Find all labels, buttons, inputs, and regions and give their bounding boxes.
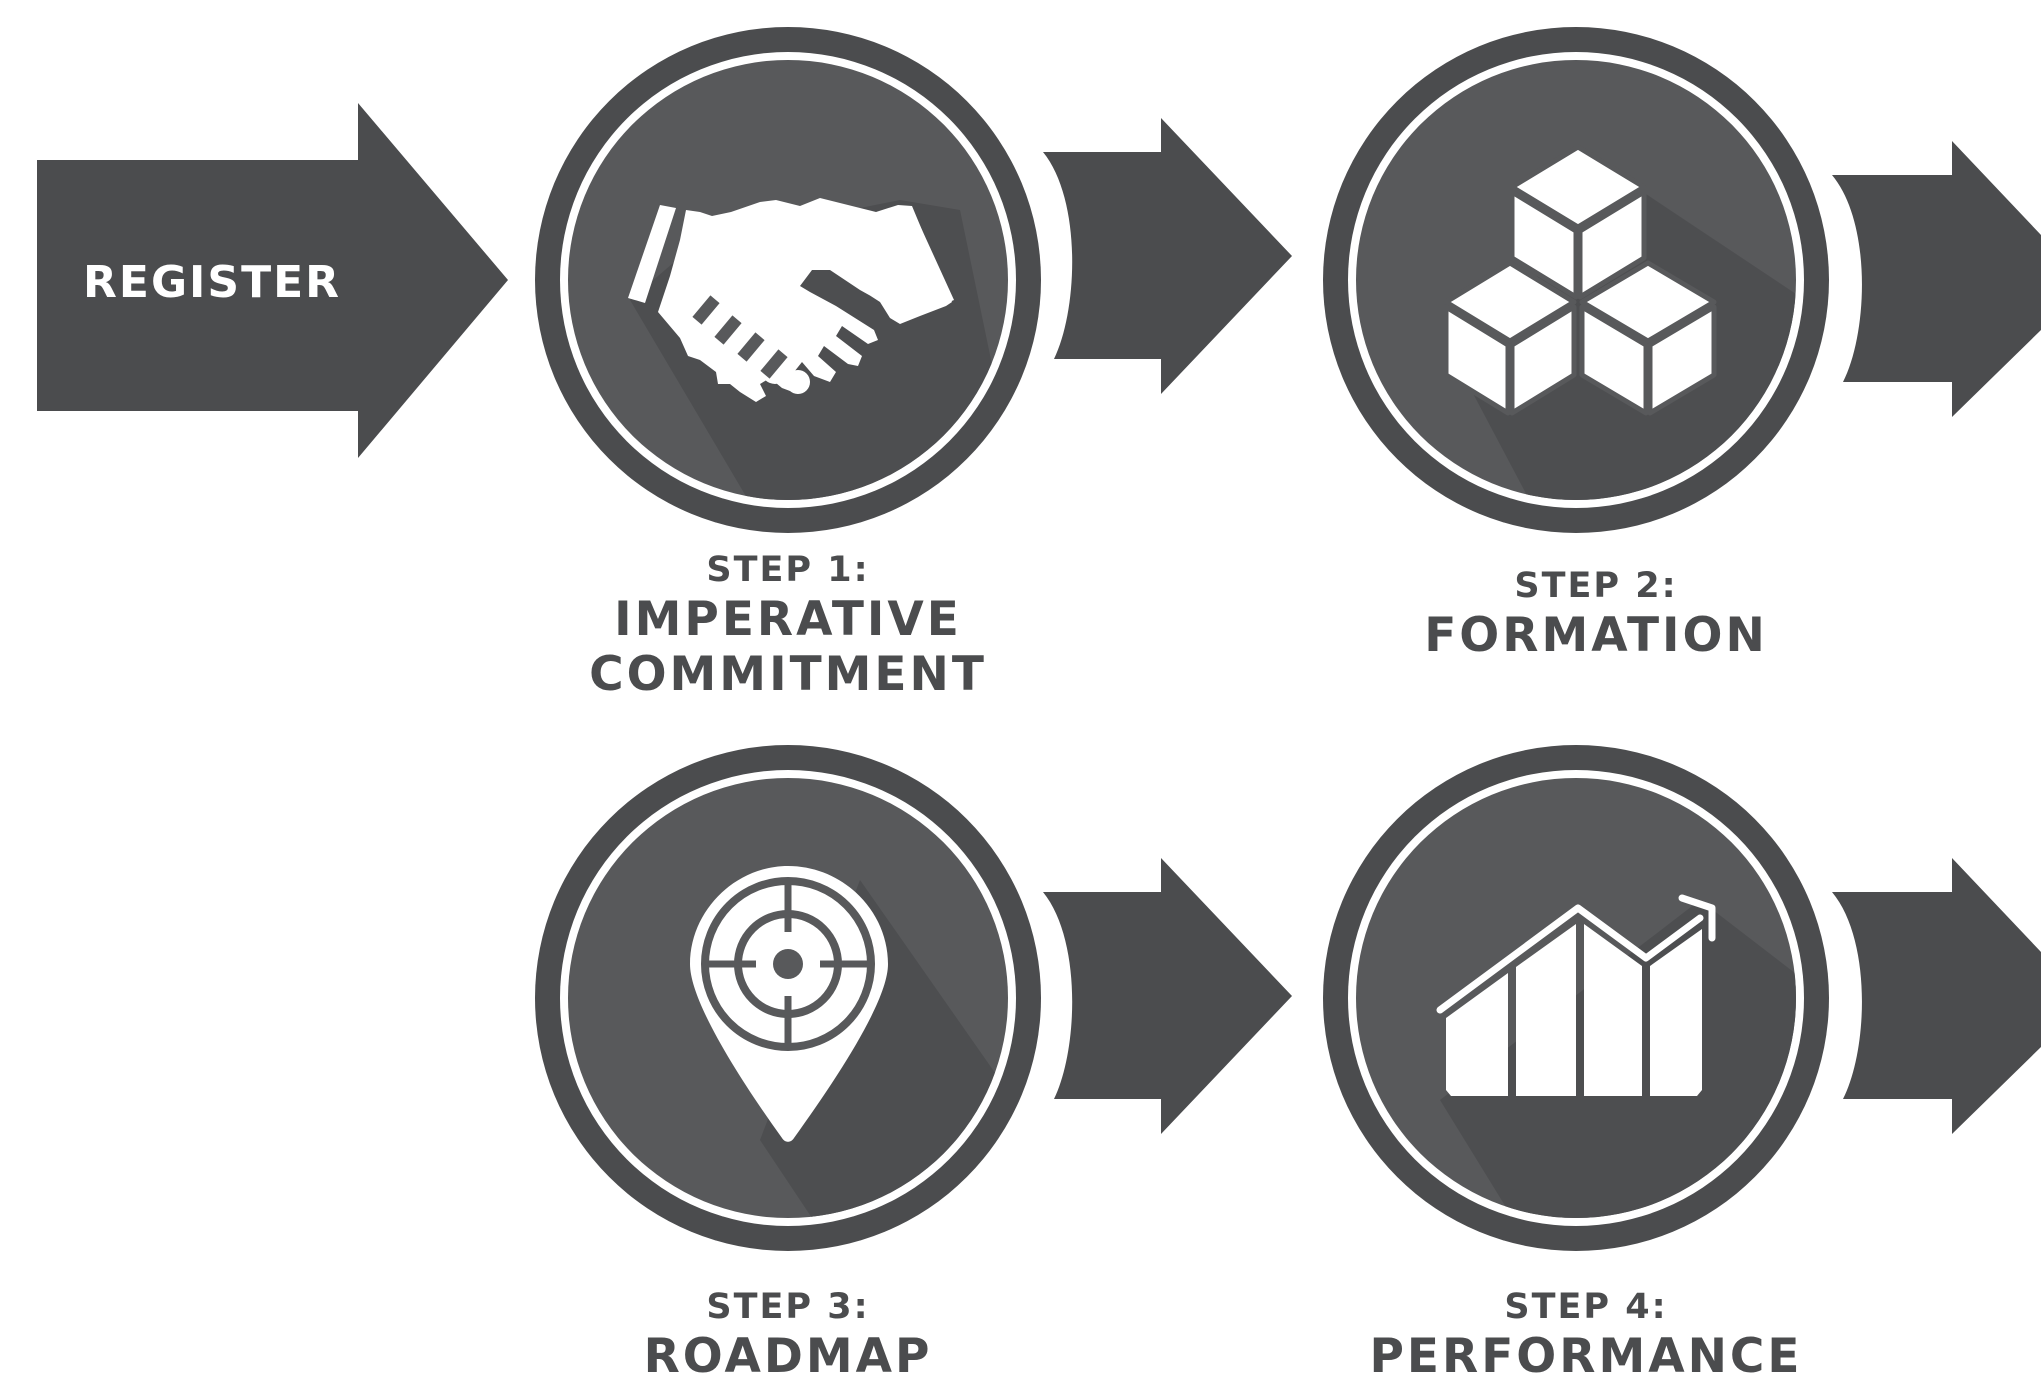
growth-chart-icon: [1436, 894, 1716, 1096]
arrow-step2-onward: [1832, 141, 2041, 417]
cubes-icon: [1443, 144, 1717, 416]
step3-caption: STEP 3: ROADMAP: [588, 1285, 988, 1384]
step3-badge[interactable]: [535, 745, 1041, 1251]
step4-badge[interactable]: [1323, 745, 1830, 1251]
step4-caption: STEP 4: PERFORMANCE: [1356, 1285, 1816, 1384]
arrow-step4-onward: [1832, 858, 2041, 1134]
register-label: REGISTER: [83, 257, 342, 308]
step1-caption: STEP 1: IMPERATIVE COMMITMENT: [588, 548, 988, 702]
step1-title-line2: COMMITMENT: [589, 647, 987, 702]
arrow-step3-to-step4: [1043, 858, 1292, 1134]
step4-title: PERFORMANCE: [1369, 1329, 1803, 1384]
target-pin-icon: [690, 866, 888, 1142]
step1-number: STEP 1:: [706, 550, 870, 590]
arrow-step1-to-step2: [1043, 118, 1292, 394]
step2-caption: STEP 2: FORMATION: [1376, 564, 1816, 663]
step2-title: FORMATION: [1424, 608, 1768, 663]
step1-title-line1: IMPERATIVE: [614, 592, 962, 647]
step4-number: STEP 4:: [1504, 1287, 1668, 1327]
step3-title: ROADMAP: [643, 1329, 933, 1384]
step2-badge[interactable]: [1323, 27, 1850, 533]
step1-badge[interactable]: [535, 27, 1041, 533]
step2-number: STEP 2:: [1514, 566, 1678, 606]
step3-number: STEP 3:: [706, 1287, 870, 1327]
register-arrow[interactable]: [37, 103, 508, 458]
